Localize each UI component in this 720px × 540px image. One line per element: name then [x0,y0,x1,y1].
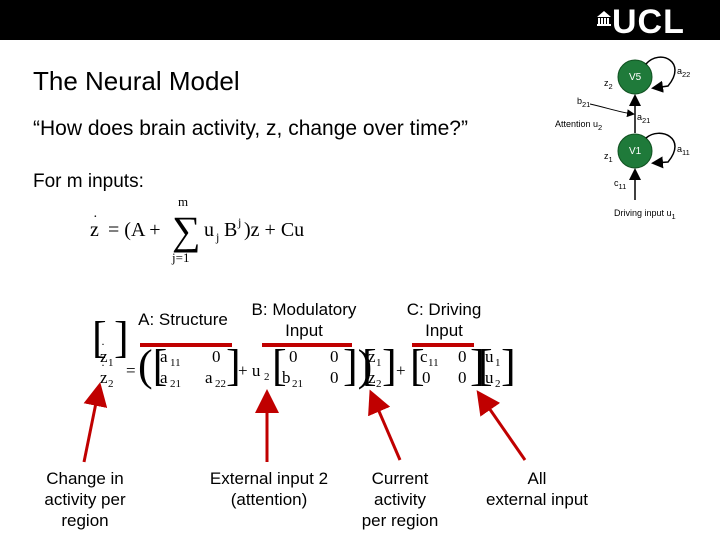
attention-label: Attention u2 [555,119,603,132]
svg-text:z: z [368,368,376,387]
svg-text:]: ] [226,341,241,390]
label-external-input: External input 2(attention) [209,469,329,509]
svg-text:]: ] [470,341,485,390]
svg-text:·: · [93,210,98,225]
a22-label: a22 [677,66,691,79]
svg-text:21: 21 [292,378,303,390]
svg-text:j: j [215,230,219,244]
svg-text:]: ] [382,341,397,390]
sum-equation: z · = (A + ∑ m j=1 u j B j )z + Cu [90,194,304,265]
svg-text:2: 2 [495,378,501,390]
svg-text:= (A +: = (A + [108,219,161,241]
header-bar: UCL [0,0,720,41]
svg-text:∑: ∑ [172,208,201,253]
svg-text:z: z [368,347,376,366]
svg-text:j=1: j=1 [171,250,189,265]
svg-text:)z + Cu: )z + Cu [244,219,304,241]
svg-text:0: 0 [330,347,339,366]
slide-question: “How does brain activity, z, change over… [33,117,468,140]
attention-arrow [589,103,635,118]
svg-text:([: ([ [138,341,167,390]
svg-text:11: 11 [170,357,181,369]
svg-text:+: + [396,361,406,380]
svg-text:22: 22 [215,378,226,390]
svg-text:21: 21 [170,378,181,390]
svg-text:z: z [90,219,99,241]
arrow-current [368,389,402,461]
z1-label: z1 [604,151,613,164]
svg-text:=: = [126,361,136,380]
z2-label: z2 [604,78,613,91]
svg-text:m: m [178,194,188,209]
svg-text:[: [ [92,313,107,362]
svg-text:]: ] [114,313,129,362]
driving-input-label: Driving input u1 [614,208,676,221]
svg-text:z: z [100,347,108,366]
svg-text:[: [ [410,341,425,390]
v1-label: V1 [629,146,642,157]
svg-text:u: u [204,219,214,241]
svg-text:a: a [205,368,213,387]
svg-text:0: 0 [289,347,298,366]
svg-text:0: 0 [212,347,221,366]
svg-text:[: [ [272,341,287,390]
svg-text:1: 1 [376,357,382,369]
svg-text:·: · [101,337,105,351]
label-a-structure: A: Structure [138,310,228,329]
svg-text:a: a [160,368,168,387]
svg-text:1: 1 [495,357,501,369]
svg-text:u: u [485,368,494,387]
svg-text:[: [ [478,341,493,390]
svg-text:+ u: + u [238,361,261,380]
svg-text:j: j [237,215,241,229]
slide-title: The Neural Model [33,66,240,96]
v5-label: V5 [629,72,642,83]
svg-text:z: z [100,368,108,387]
svg-text:1: 1 [108,357,114,369]
v1-self-loop [645,132,676,169]
arrow-all-input [476,390,527,461]
inputs-label: For m inputs: [33,171,144,192]
svg-text:2: 2 [108,378,114,390]
svg-text:B: B [224,219,237,241]
svg-text:2: 2 [376,378,382,390]
svg-text:[: [ [362,341,377,390]
svg-text:0: 0 [422,368,431,387]
svg-text:]: ] [501,341,516,390]
svg-text:0: 0 [458,368,467,387]
svg-text:]): ]) [343,341,372,390]
svg-text:11: 11 [428,357,439,369]
c11-label: c11 [614,178,627,191]
svg-text:u: u [485,347,494,366]
ucl-logo-text: UCL [612,3,685,41]
arrow-change [82,382,108,463]
b21-label: b21 [577,96,591,109]
svg-text:0: 0 [330,368,339,387]
a11-label: a11 [677,144,690,157]
svg-text:c: c [420,347,428,366]
ucl-logo-icon [597,11,611,26]
svg-text:2: 2 [264,371,270,383]
svg-text:a: a [160,347,168,366]
svg-text:b: b [282,368,291,387]
svg-text:·: · [101,358,105,372]
a21-label: a21 [637,112,651,125]
svg-text:0: 0 [458,347,467,366]
v5-self-loop [645,56,676,93]
